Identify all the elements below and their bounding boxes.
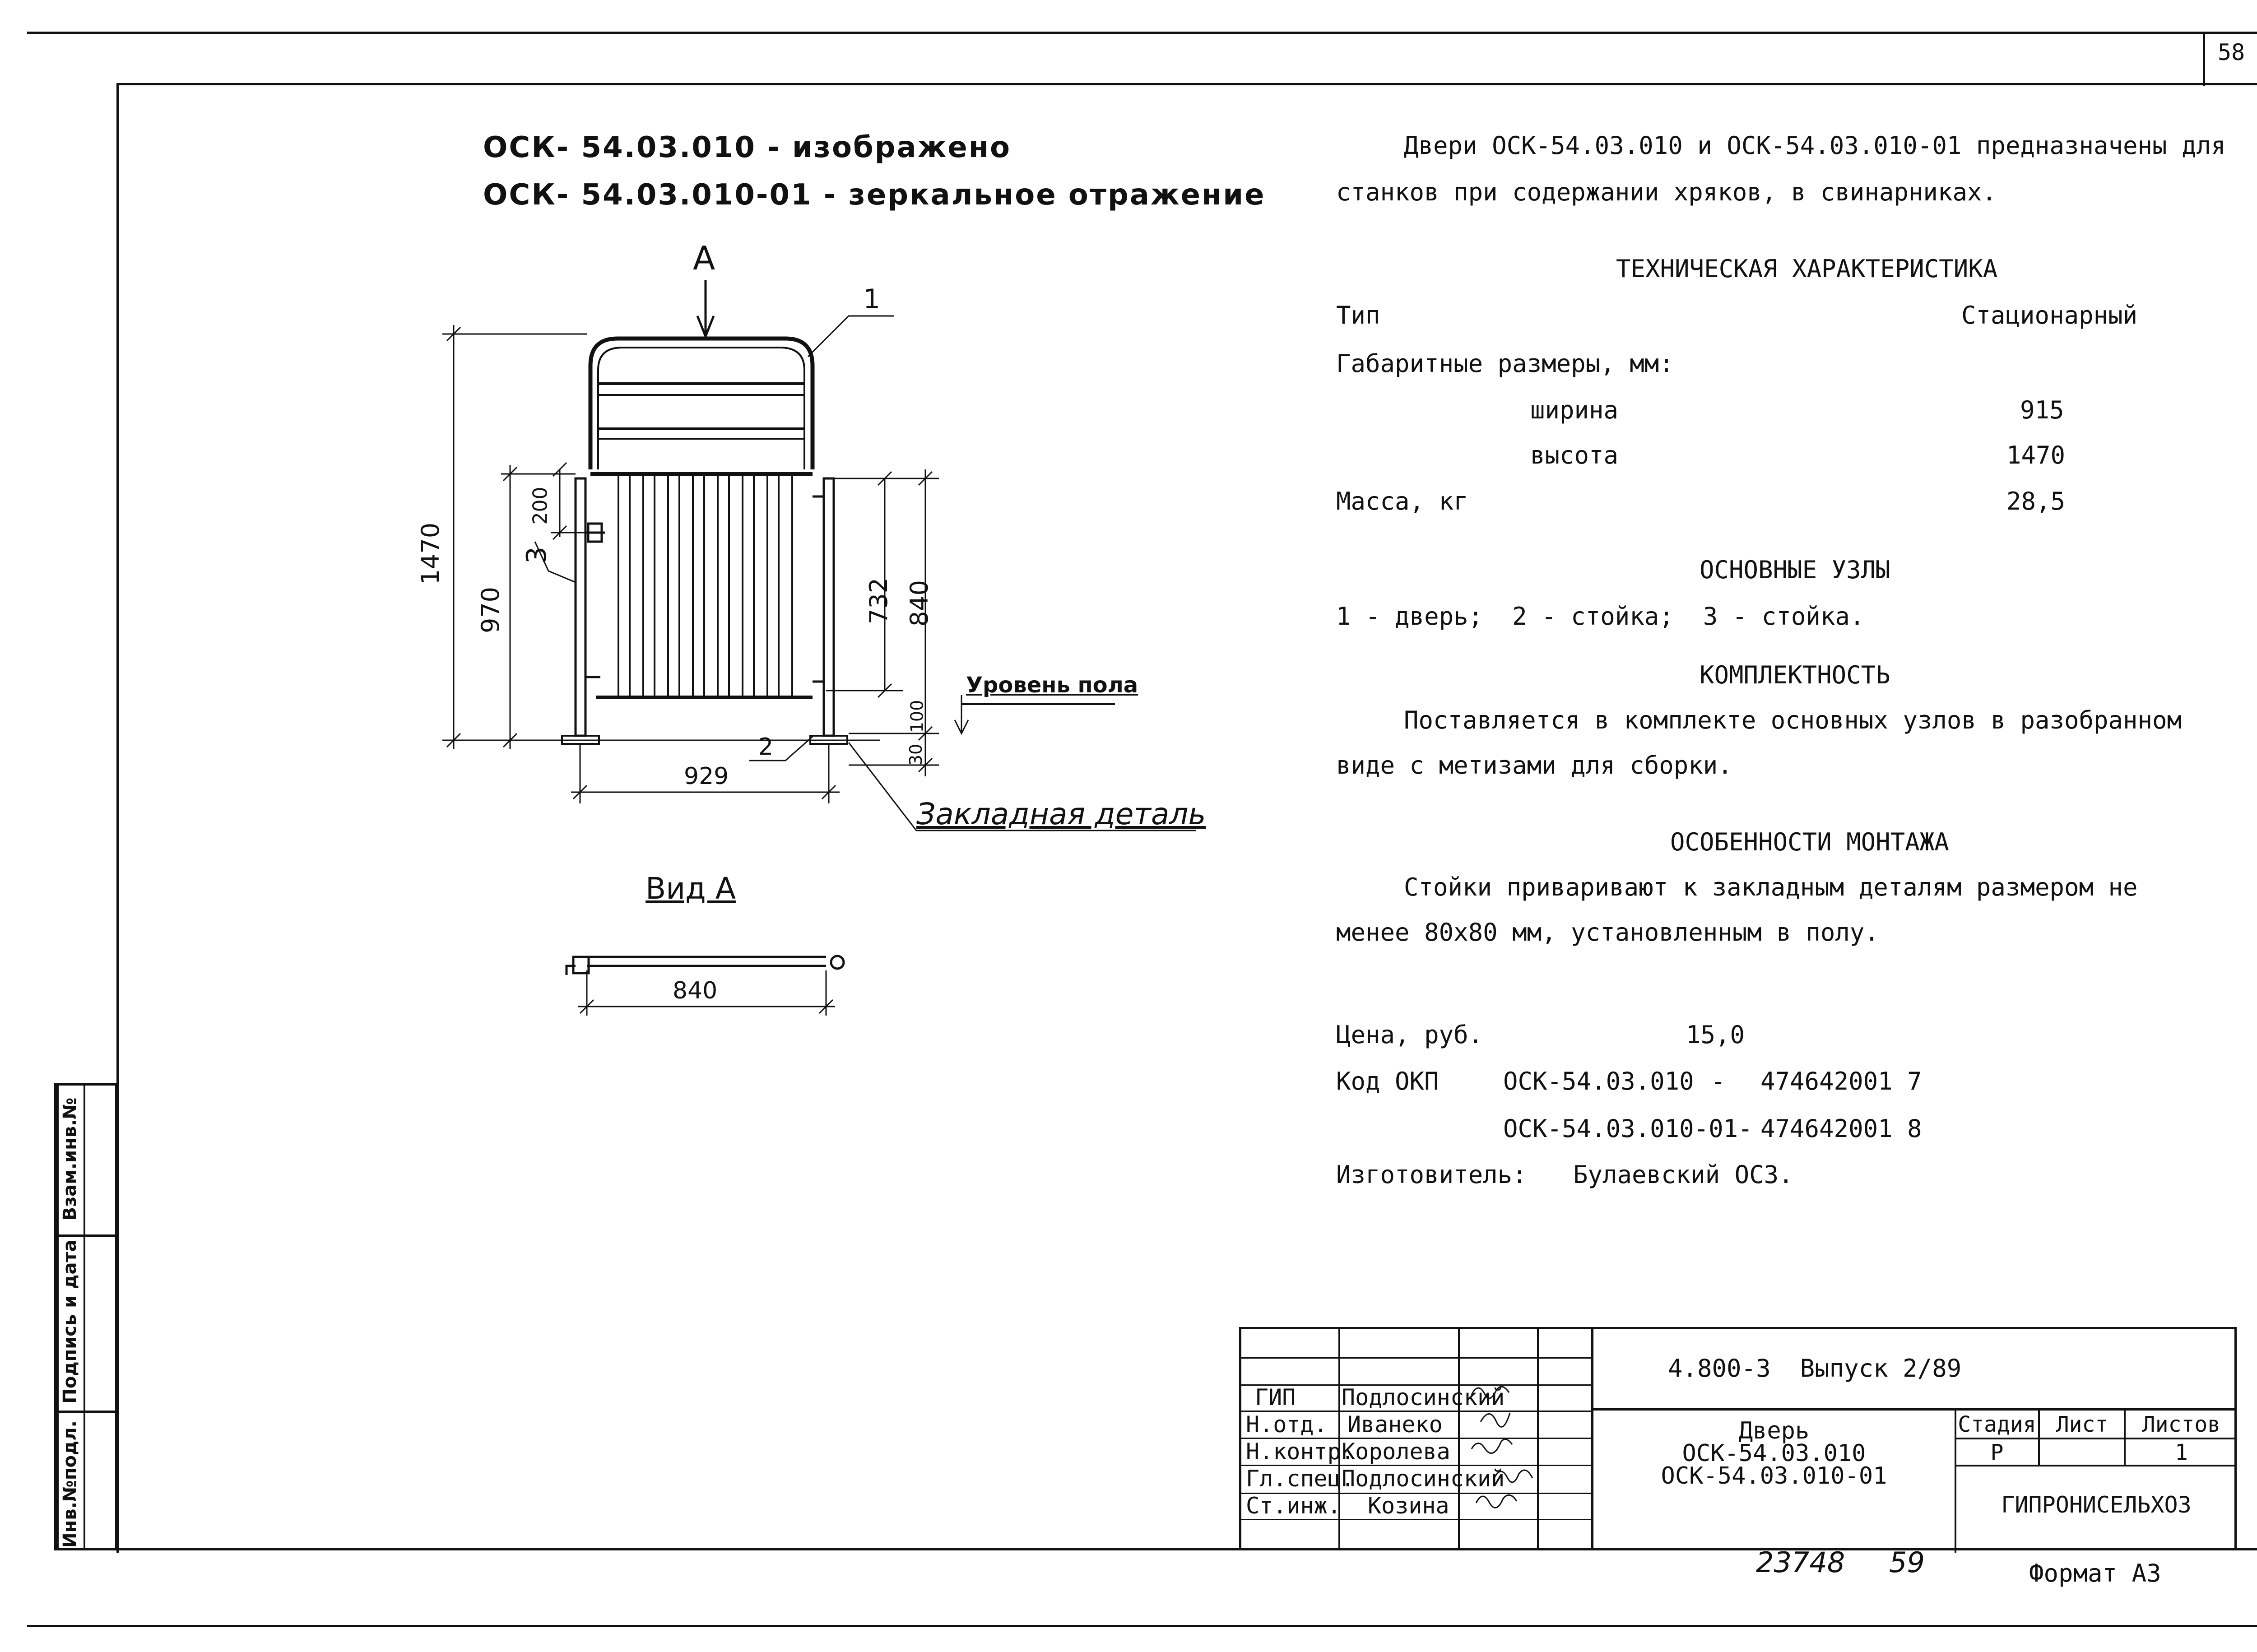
- type-value: Стационарный: [1961, 301, 2138, 329]
- dim-30: 30: [906, 743, 926, 766]
- drawing-title-1: ОСК- 54.03.010 - изображено: [483, 131, 1011, 164]
- mount-heading: ОСОБЕННОСТИ МОНТАЖА: [1670, 828, 1949, 856]
- organization: ГИПРОНИСЕЛЬХОЗ: [2001, 1492, 2192, 1518]
- item-name: Дверь: [1738, 1417, 1810, 1444]
- price-label: Цена, руб.: [1336, 1021, 1483, 1049]
- role-5: Ст.инж.: [1246, 1493, 1341, 1519]
- view-a-drawing: [565, 955, 845, 1016]
- dim-732: 732: [864, 577, 893, 625]
- sheet-header: Лист: [2056, 1412, 2108, 1437]
- okp-code-1-name: ОСК-54.03.010: [1503, 1067, 1694, 1095]
- role-3: Н.контр.: [1246, 1439, 1355, 1465]
- gate-drawing: [442, 280, 1196, 831]
- stamp-cell-2: Подпись и дата: [60, 1239, 80, 1404]
- mass-label: Масса, кг: [1336, 487, 1468, 515]
- item-code-1: ОСК-54.03.010: [1682, 1440, 1866, 1467]
- dim-929: 929: [684, 763, 729, 790]
- mass-value: 28,5: [2006, 487, 2066, 515]
- side-stamp: Инв.№подл. Подпись и дата Взам.инв.№: [54, 1083, 117, 1550]
- okp-code-1-value: 474642001 7: [1760, 1067, 1922, 1095]
- units-line: 1 - дверь; 2 - стойка; 3 - стойка.: [1336, 602, 1865, 631]
- embed-detail-label: Закладная деталь: [916, 797, 1206, 831]
- corner-page-box: 58: [2203, 32, 2257, 86]
- stamp-cell-1: Инв.№подл.: [60, 1420, 80, 1548]
- okp-code-1-sep: -: [1711, 1067, 1726, 1095]
- role-4-name: Подлосинский: [1342, 1466, 1505, 1492]
- view-a-dim-840: 840: [673, 977, 718, 1004]
- okp-label: Код ОКП: [1336, 1067, 1439, 1095]
- drawing-title-2: ОСК- 54.03.010-01 - зеркальное отражение: [483, 178, 1266, 212]
- format-label: Формат А3: [2029, 1559, 2161, 1587]
- maker-label: Изготовитель:: [1336, 1160, 1527, 1189]
- mount-line-1: Стойки приваривают к закладным деталям р…: [1404, 873, 2138, 901]
- top-border: [27, 32, 2257, 34]
- dim-200: 200: [529, 487, 552, 525]
- price-value: 15,0: [1686, 1021, 1745, 1049]
- dim-1470: 1470: [416, 522, 445, 585]
- sheets-header: Листов: [2142, 1412, 2221, 1437]
- intro-line-1: Двери ОСК-54.03.010 и ОСК-54.03.010-01 п…: [1404, 131, 2226, 160]
- dim-970: 970: [476, 586, 505, 634]
- width-label: ширина: [1530, 396, 1619, 424]
- dims-label: Габаритные размеры, мм:: [1336, 349, 1674, 378]
- width-value: 915: [2020, 396, 2064, 424]
- mount-line-2: менее 80х80 мм, установленным в полу.: [1336, 918, 1879, 947]
- type-label: Тип: [1336, 301, 1380, 329]
- units-heading: ОСНОВНЫЕ УЗЛЫ: [1700, 556, 1890, 584]
- callout-2: 2: [758, 733, 774, 761]
- doc-code: 4.800-3 Выпуск 2/89: [1668, 1354, 1962, 1383]
- bottom-page: 59: [1889, 1546, 1925, 1579]
- stage-value: Р: [1990, 1440, 2004, 1465]
- role-2-name: Иванеко: [1347, 1411, 1443, 1438]
- role-5-name: Козина: [1368, 1493, 1449, 1519]
- floor-level-label: Уровень пола: [966, 673, 1138, 698]
- role-3-name: Королева: [1342, 1439, 1450, 1465]
- kit-line-2: виде с метизами для сборки.: [1336, 751, 1732, 780]
- corner-page-number: 58: [2218, 39, 2245, 65]
- role-4: Гл.спец.: [1246, 1466, 1355, 1492]
- height-value: 1470: [2006, 441, 2066, 469]
- callout-3: 3: [521, 546, 553, 564]
- kit-line-1: Поставляется в комплекте основных узлов …: [1404, 706, 2182, 734]
- title-block: ГИП Подлосинский Н.отд. Иванеко Н.контр.…: [1239, 1327, 2237, 1553]
- left-border: [116, 83, 119, 1553]
- kit-heading: КОМПЛЕКТНОСТЬ: [1700, 661, 1890, 689]
- dim-840: 840: [905, 580, 934, 627]
- stamp-cell-3: Взам.инв.№: [60, 1097, 80, 1221]
- item-code-2: ОСК-54.03.010-01: [1661, 1462, 1887, 1490]
- okp-code-2-value: 474642001 8: [1760, 1114, 1922, 1143]
- outer-bottom-line: [27, 1625, 2257, 1627]
- maker-value: Булаевский ОСЗ.: [1573, 1160, 1793, 1189]
- signatures: [1471, 1386, 1533, 1508]
- callout-1: 1: [863, 283, 881, 315]
- view-a-title: Вид А: [646, 871, 736, 906]
- sheets-value: 1: [2175, 1440, 2188, 1465]
- height-label: высота: [1530, 441, 1619, 469]
- view-marker-a: А: [693, 239, 715, 277]
- intro-line-2: станков при содержании хряков, в свинарн…: [1336, 178, 1997, 206]
- dim-100: 100: [907, 700, 927, 733]
- tech-heading: ТЕХНИЧЕСКАЯ ХАРАКТЕРИСТИКА: [1616, 255, 1998, 283]
- role-1: ГИП: [1255, 1384, 1296, 1411]
- role-2: Н.отд.: [1246, 1411, 1328, 1438]
- okp-code-2-name: ОСК-54.03.010-01-: [1503, 1114, 1753, 1143]
- bottom-border: [116, 1548, 2257, 1550]
- stage-header: Стадия: [1958, 1412, 2036, 1437]
- bottom-number: 23748: [1756, 1546, 1845, 1579]
- inner-top-border: [116, 83, 2257, 85]
